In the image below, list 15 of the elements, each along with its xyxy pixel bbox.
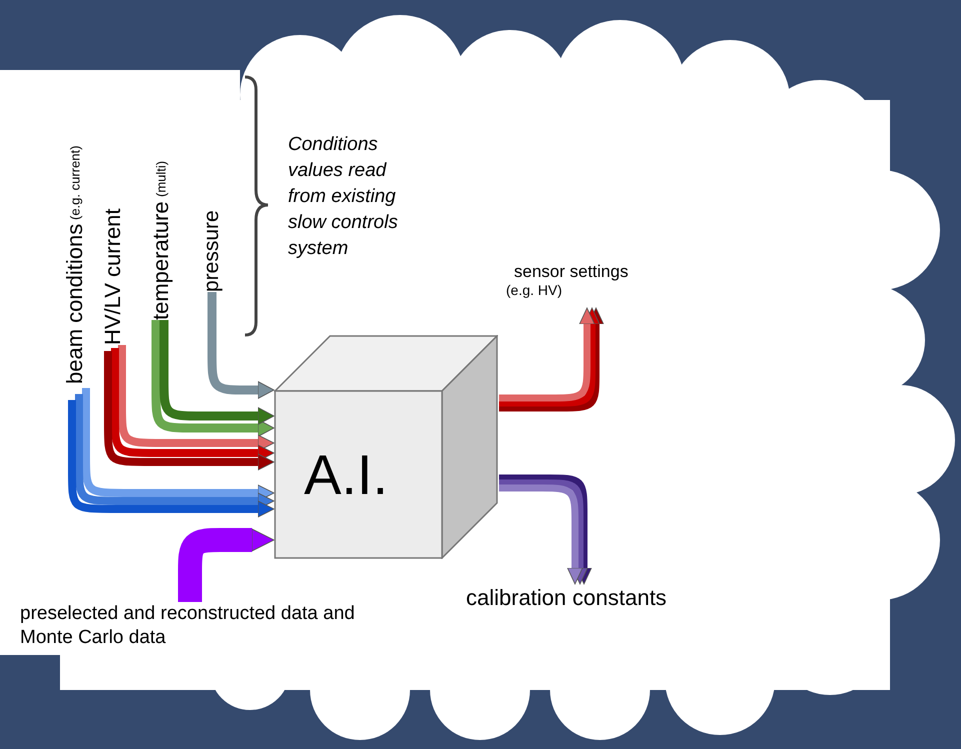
label-text: sensor settings bbox=[514, 262, 630, 282]
note-text: Conditions values read from existing slow controls system bbox=[288, 133, 399, 262]
cube-label: A.I. bbox=[304, 447, 388, 503]
arrow bbox=[152, 320, 274, 437]
label-text: temperature bbox=[148, 201, 174, 320]
label-note: (multi) bbox=[154, 161, 168, 200]
label-note: (e.g. current) bbox=[68, 145, 82, 222]
arrow bbox=[160, 320, 274, 425]
label-text: calibration constants bbox=[466, 584, 668, 612]
label-text: beam conditions bbox=[62, 224, 88, 384]
label-text: pressure bbox=[200, 210, 224, 292]
label-text: HV/LV current bbox=[100, 208, 126, 345]
arrow bbox=[208, 292, 274, 399]
label-note: (e.g. HV) bbox=[506, 282, 564, 298]
label-text: preselected and reconstructed data and Monte Carlo data bbox=[20, 602, 356, 650]
